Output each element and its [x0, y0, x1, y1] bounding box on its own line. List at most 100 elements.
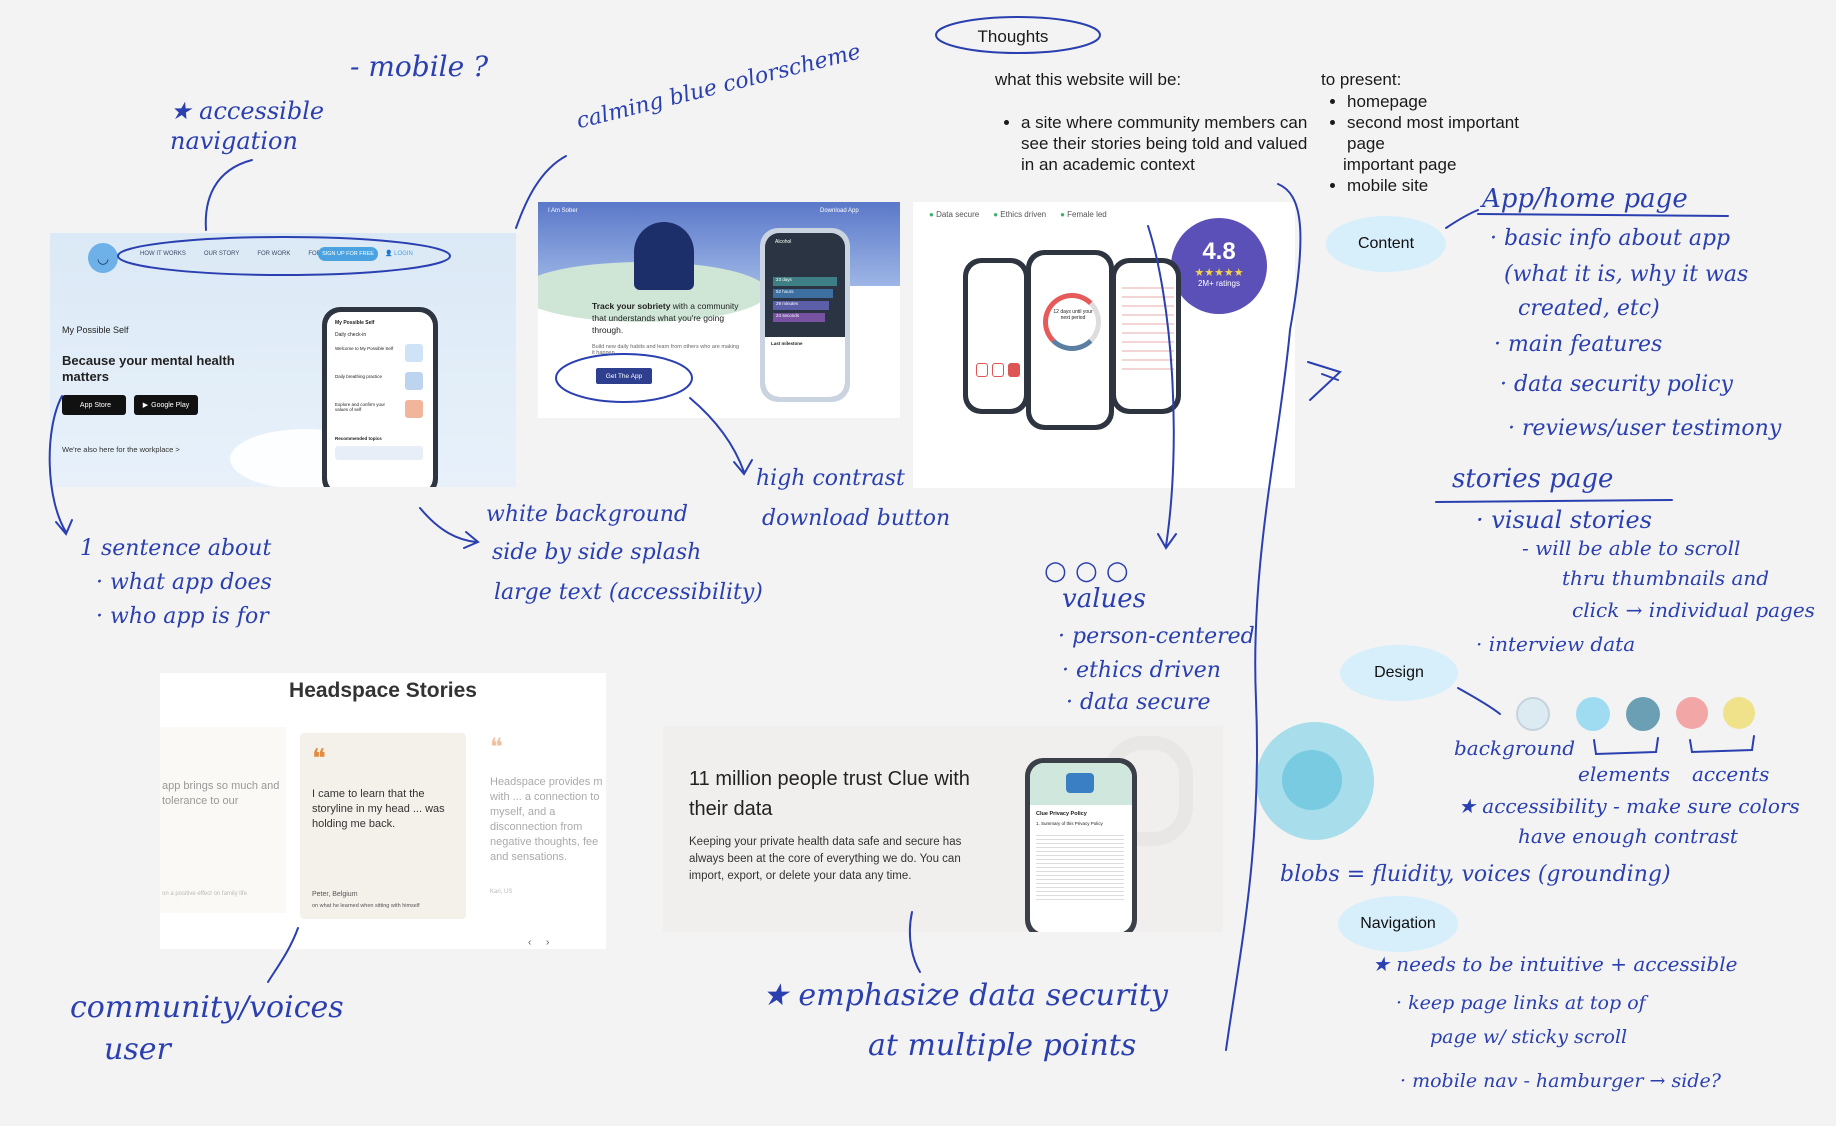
mps-screenshot: ◡ HOW IT WORKS OUR STORY FOR WORK FOR NH… — [50, 233, 516, 487]
sober-people — [634, 222, 694, 290]
sober-stat: 23 days — [773, 277, 837, 286]
privacy-body: Keeping your private health data safe an… — [689, 836, 962, 882]
note-sentence-2: · who app is for — [96, 604, 269, 629]
note-st-5: · interview data — [1476, 632, 1636, 656]
note-values: values — [1062, 584, 1146, 614]
sober-cta-button[interactable]: Get The App — [596, 368, 652, 384]
sober-logo: I Am Sober — [548, 208, 578, 214]
mps-phone-thumb — [405, 344, 423, 362]
sober-headline-rest: with a community that understands what y… — [592, 301, 739, 335]
story-card-right[interactable]: ❝ Headspace provides m with ... a connec… — [482, 727, 606, 913]
mps-appstore-button[interactable]: App Store — [62, 395, 126, 415]
privacy-phone-title: Clue Privacy Policy — [1036, 811, 1087, 817]
whitebg-arrow — [419, 507, 480, 549]
note-stories: stories page — [1452, 464, 1614, 494]
clue-top-screenshot: ● Data secure ● Ethics driven ● Female l… — [913, 202, 1295, 488]
accents-bracket — [1689, 735, 1755, 754]
clue-badge: ● Female led — [1060, 210, 1107, 219]
story-author-sub: on what he learned when sitting with him… — [312, 903, 420, 909]
play-icon: ▶ — [142, 402, 149, 409]
note-multiple-points: at multiple points — [868, 1028, 1137, 1063]
clue-rating-badge: 4.8 ★★★★★ 2M+ ratings — [1171, 218, 1267, 314]
present-item: important page — [1343, 155, 1457, 174]
clue-drop-icon — [992, 363, 1004, 377]
note-ah-5: · data security policy — [1500, 372, 1733, 397]
navigation-label: Navigation — [1338, 896, 1458, 952]
clue-badge: ● Data secure — [929, 210, 979, 219]
content-link — [1445, 209, 1479, 229]
blob-small — [1282, 750, 1342, 810]
note-values-2: · ethics driven — [1062, 658, 1221, 683]
quote-icon: ❝ — [490, 734, 503, 761]
check-icon: ● — [993, 210, 999, 219]
carousel-prev-icon[interactable]: ‹ — [528, 937, 532, 948]
stories-underline — [1435, 499, 1673, 503]
present-item: homepage — [1347, 91, 1521, 112]
nav-arrow — [204, 159, 253, 231]
privacy-phone-sub: 1. Summary of this Privacy Policy — [1036, 821, 1103, 826]
appstore-label: App Store — [79, 401, 112, 409]
clue-rating-value: 4.8 — [1202, 238, 1236, 265]
content-label: Content — [1326, 216, 1446, 272]
quote-icon: ❝ — [312, 743, 326, 773]
mps-login-label: LOGIN — [394, 251, 413, 257]
mps-nav: HOW IT WORKS OUR STORY FOR WORK FOR NHS — [140, 251, 335, 257]
mps-phone-section: Daily check-in — [335, 332, 367, 338]
mps-phone-item: Explore and confirm your values of self — [335, 402, 386, 412]
note-st-3: thru thumbnails and — [1562, 566, 1770, 590]
clue-phone-center: 12 days until your next period — [1026, 250, 1114, 430]
story-card-left[interactable]: app brings so much and tolerance to our … — [160, 727, 286, 913]
clue-cycle-ring — [1043, 293, 1101, 351]
clue-badges: ● Data secure ● Ethics driven ● Female l… — [929, 210, 1107, 219]
clue-badge-label: Data secure — [936, 210, 980, 219]
sober-download-link[interactable]: Download App — [820, 208, 859, 214]
note-colorscheme: calming blue colorscheme — [574, 39, 864, 135]
star-rating-icon: ★★★★★ — [1194, 267, 1244, 279]
privacy-phone: Clue Privacy Policy 1. Summary of this P… — [1025, 758, 1137, 932]
app-home-underline — [1477, 213, 1729, 217]
note-large-text: large text (accessibility) — [494, 580, 763, 605]
clue-calendar — [1122, 287, 1174, 377]
clue-phone-left — [963, 258, 1029, 414]
note-sentence-1: · what app does — [96, 570, 272, 595]
sober-stat: 29 minutes — [773, 301, 829, 310]
note-nav-4: · mobile nav - hamburger → side? — [1400, 1070, 1721, 1092]
note-values-1: · person-centered — [1058, 624, 1255, 649]
story-quote: I came to learn that the storyline in my… — [312, 788, 445, 830]
mps-nav-item[interactable]: OUR STORY — [203, 251, 240, 257]
clue-badge-label: Ethics driven — [1000, 210, 1047, 219]
story-card-center[interactable]: ❝ I came to learn that the storyline in … — [300, 733, 466, 919]
note-blobs: blobs = fluidity, voices (grounding) — [1280, 862, 1671, 887]
mps-signup-button[interactable]: SIGN UP FOR FREE — [318, 247, 378, 261]
mps-login-link[interactable]: 👤 LOGIN — [385, 251, 413, 257]
note-mobile: - mobile ? — [350, 50, 489, 83]
carousel-next-icon[interactable]: › — [546, 937, 550, 948]
mps-nav-item[interactable]: HOW IT WORKS — [140, 251, 186, 257]
sober-phone-lower — [765, 337, 845, 397]
mps-phone-item: Daily breathing practice — [335, 374, 383, 379]
sober-phone-title: Alcohol — [775, 239, 792, 245]
swatch-element-1 — [1576, 697, 1610, 731]
mps-phone-recommended: Recommended topics — [335, 436, 382, 441]
swatch-accent-2 — [1723, 697, 1755, 729]
note-ah-6: · reviews/user testimony — [1508, 416, 1782, 441]
note-accents: accents — [1692, 762, 1770, 786]
sober-headline-bold: Track your sobriety — [592, 301, 671, 311]
note-st-1: · visual stories — [1476, 506, 1652, 534]
mps-googleplay-button[interactable]: ▶Google Play — [134, 395, 198, 415]
present-heading: to present: — [1321, 70, 1402, 89]
story-author: Kari, US — [490, 889, 513, 895]
mps-workplace-link[interactable]: We're also here for the workplace > — [62, 445, 180, 454]
note-nav-2: · keep page links at top of — [1396, 992, 1646, 1014]
googleplay-label: Google Play — [151, 401, 190, 409]
note-community: community/voices — [70, 990, 344, 1025]
note-user: user — [104, 1032, 171, 1067]
clue-badge: ● Ethics driven — [993, 210, 1046, 219]
website-item: a site where community members can see t… — [1021, 112, 1325, 175]
sober-phone: Alcohol 23 days 52 hours 29 minutes 24 s… — [760, 228, 850, 402]
story-author: Peter, Belgium — [312, 891, 358, 898]
mps-nav-item[interactable]: FOR WORK — [257, 251, 291, 257]
swatch-background — [1516, 697, 1550, 731]
note-elements: elements — [1578, 762, 1671, 786]
note-st-2: - will be able to scroll — [1522, 536, 1741, 560]
